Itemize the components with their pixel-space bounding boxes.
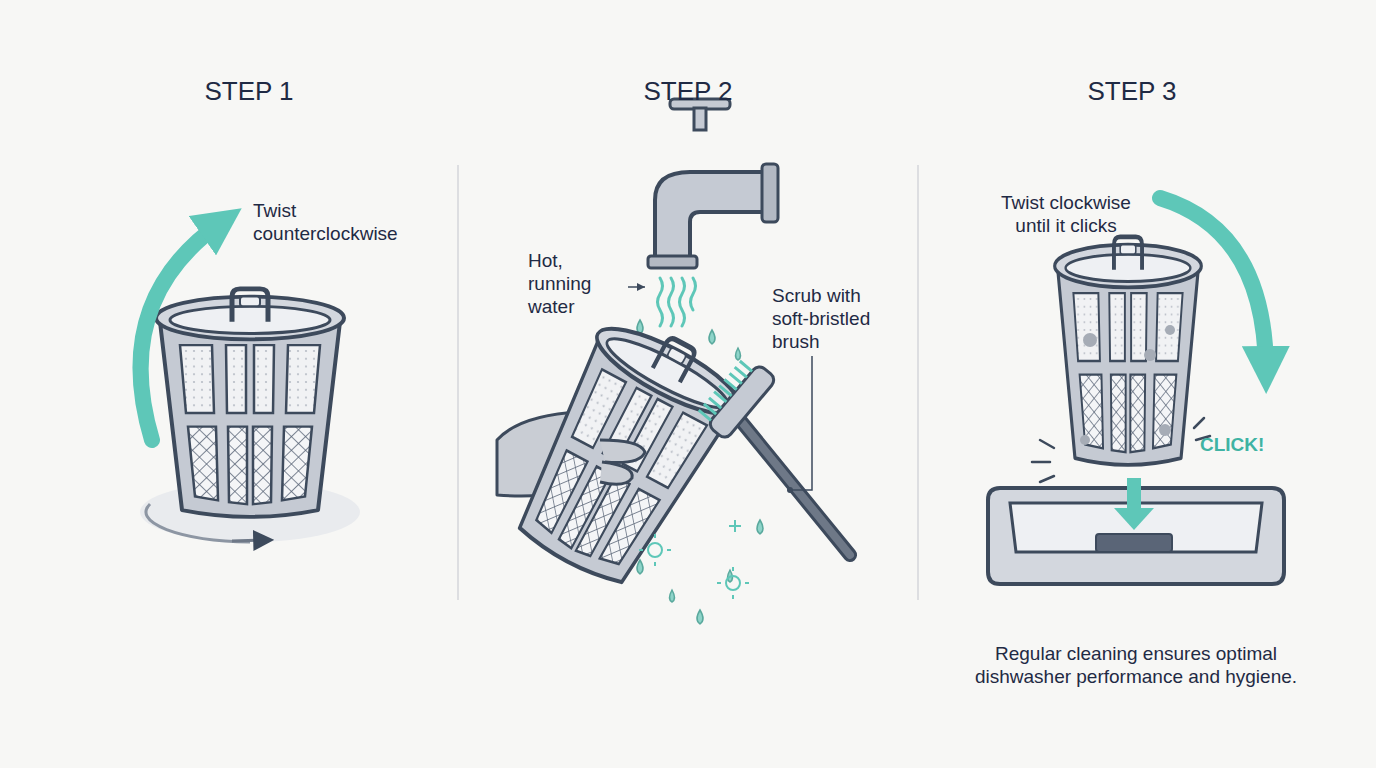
step-heading: STEP 2 (588, 76, 788, 107)
sound-label: CLICK! (1200, 434, 1280, 457)
instruction-label: Scrub with soft-bristled brush (772, 285, 897, 353)
step-heading: STEP 3 (1032, 76, 1232, 107)
instruction-label: Twist clockwise until it clicks (986, 192, 1146, 238)
step-heading: STEP 1 (149, 76, 349, 107)
instruction-label: Hot, running water (528, 250, 606, 318)
caption: Regular cleaning ensures optimal dishwas… (961, 643, 1311, 689)
instruction-label: Twist counterclockwise (253, 200, 423, 246)
